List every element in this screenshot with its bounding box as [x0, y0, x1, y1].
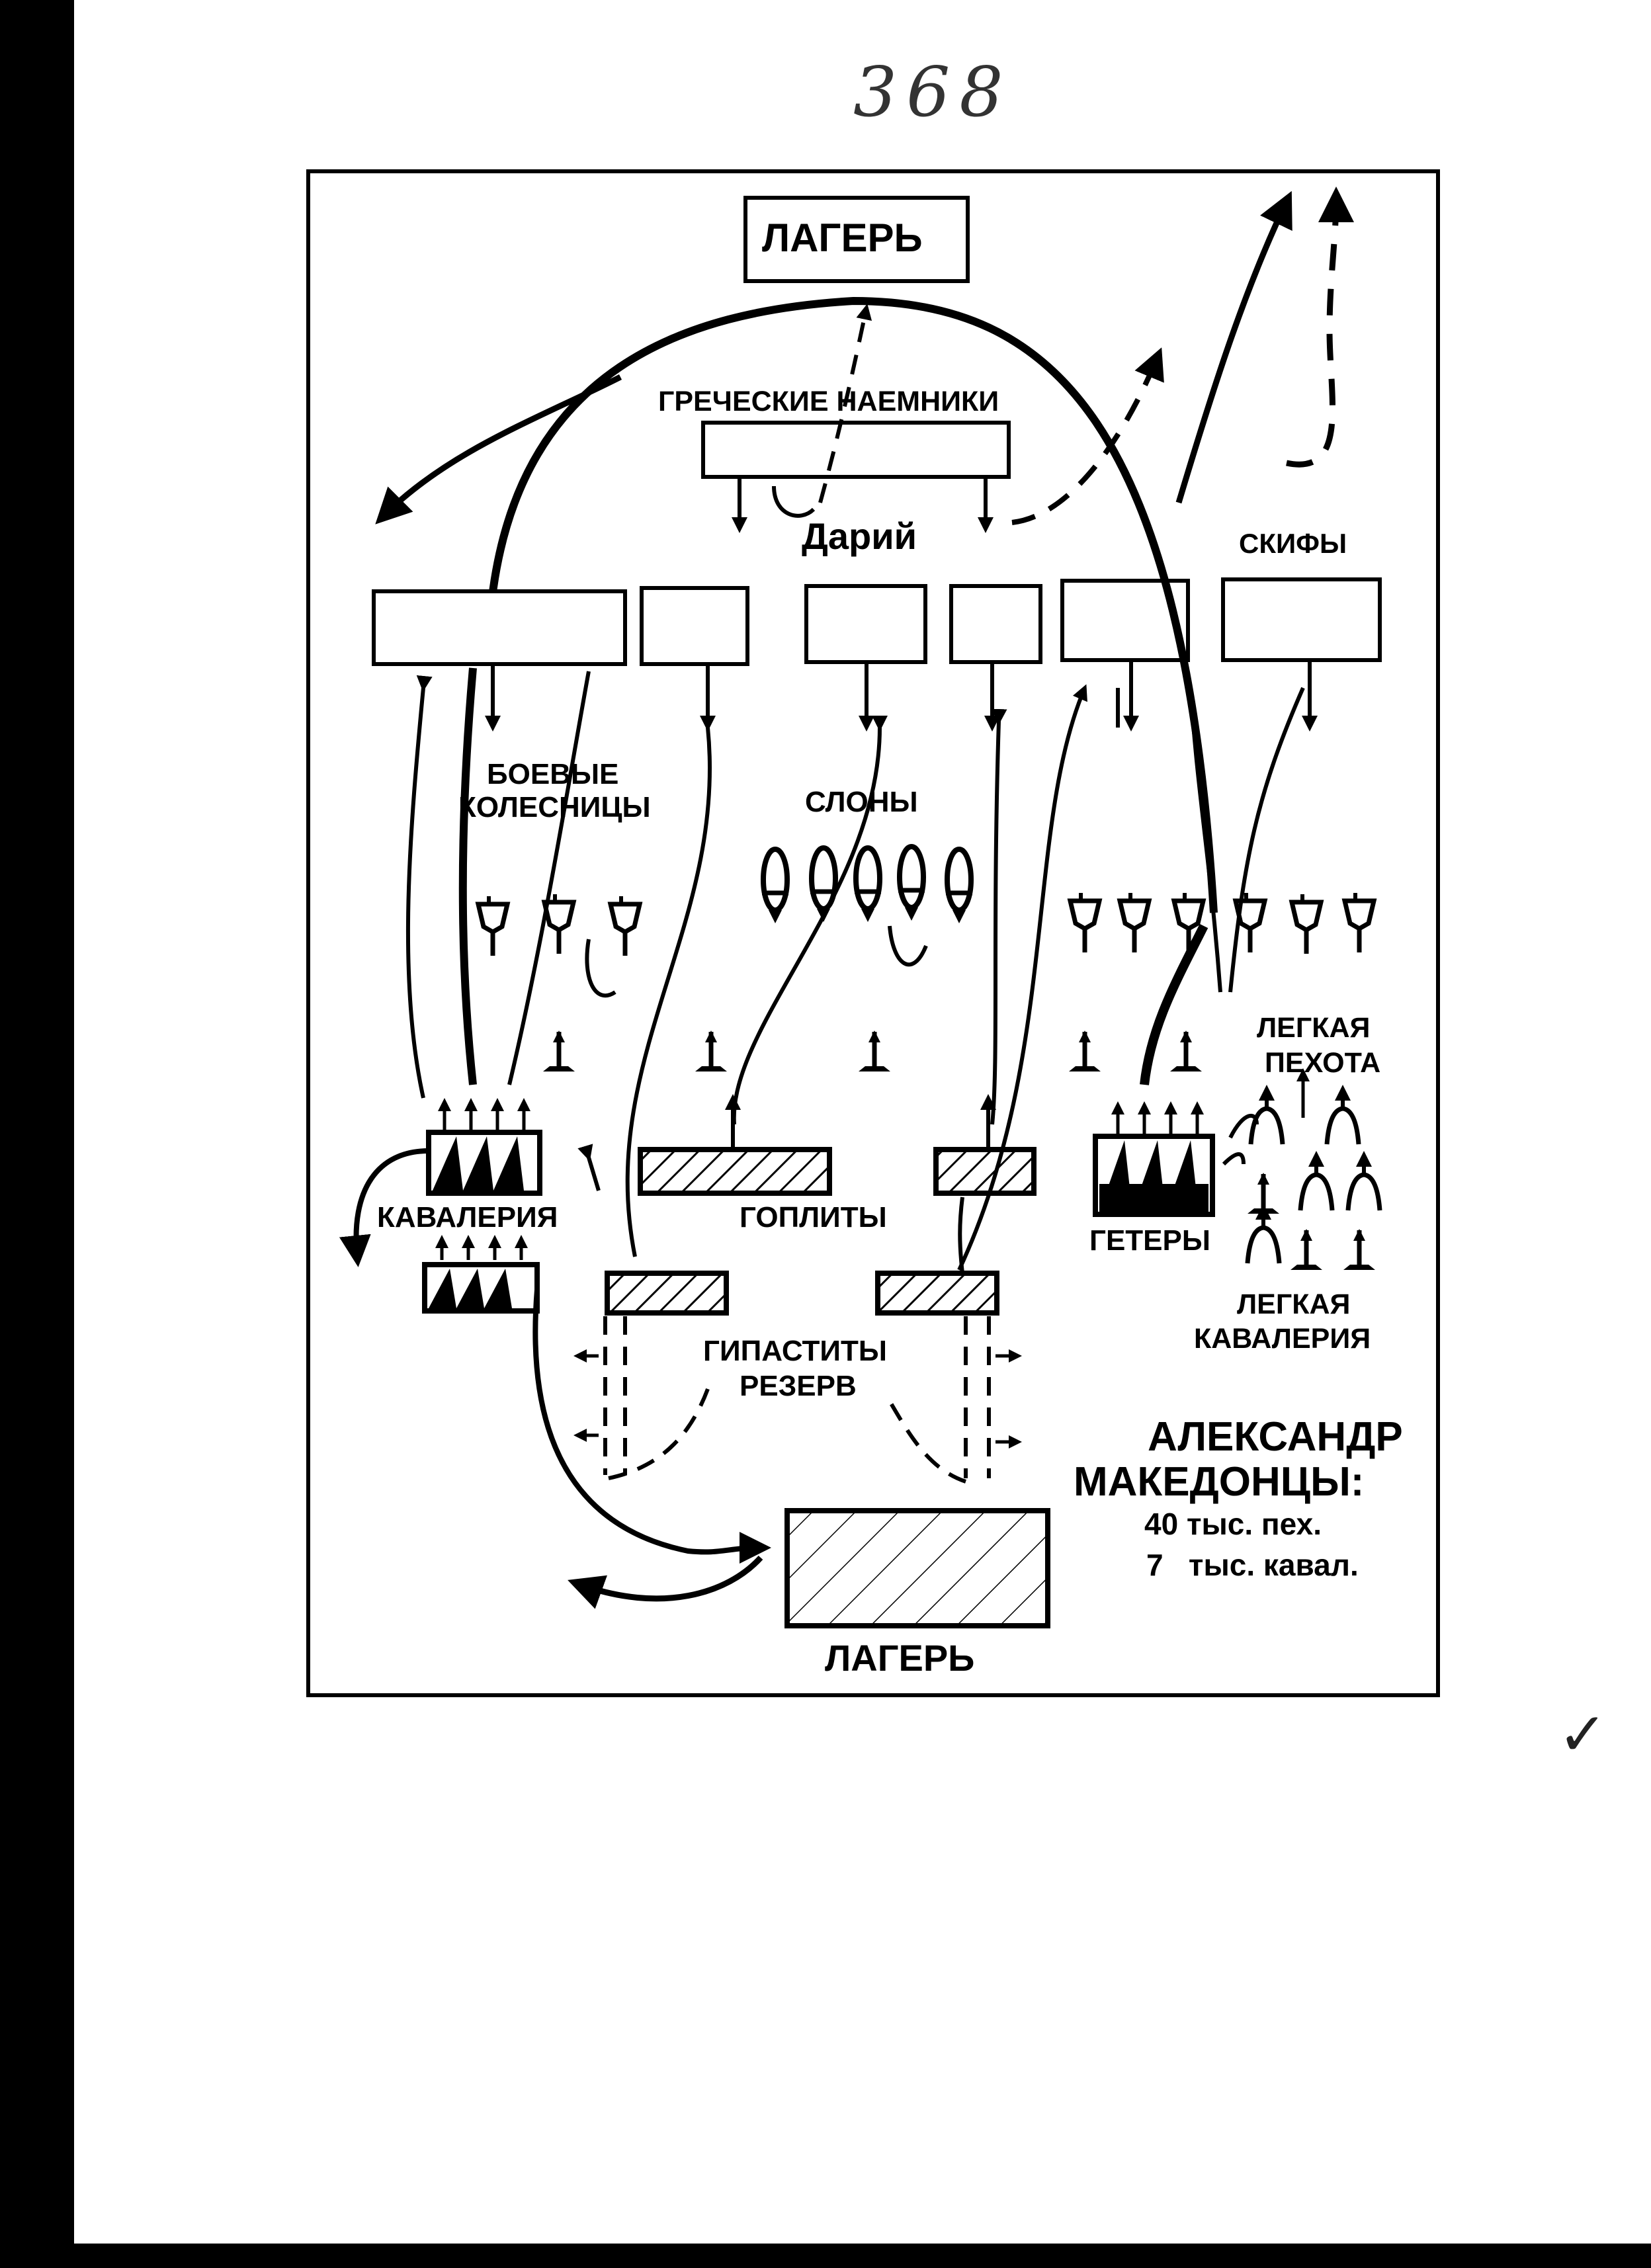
check-mark: ✓ — [1558, 1700, 1608, 1769]
persian-unit-box-4 — [949, 584, 1042, 664]
page-number: 368 — [853, 52, 1013, 132]
legend-cavalry: 7 тыс. кавал. — [1146, 1548, 1359, 1582]
hoplites-block-left — [638, 1147, 832, 1196]
cavalry-label: КАВАЛЕРИЯ — [377, 1201, 558, 1234]
cavalry-block-rear-hatch — [429, 1269, 512, 1308]
reserve-dashed-right — [884, 1316, 991, 1484]
light-cavalry-label-1: ЛЕГКАЯ — [1237, 1288, 1351, 1320]
hypaspists-block-right — [875, 1271, 999, 1316]
greek-mercenaries-box — [701, 421, 1011, 479]
hetairoi-arrows — [1111, 1101, 1204, 1134]
darius-label: Дарий — [802, 515, 917, 557]
light-cavalry-label-2: КАВАЛЕРИЯ — [1194, 1323, 1371, 1355]
war-chariots-label-1: БОЕВЫЕ — [487, 758, 619, 790]
legend-infantry: 40 тыс. пех. — [1144, 1507, 1322, 1541]
light-infantry-label-1: ЛЕГКАЯ — [1257, 1012, 1371, 1044]
scythians-box — [1221, 577, 1382, 662]
persian-unit-box-2 — [640, 586, 749, 666]
hypaspists-block-left — [605, 1271, 729, 1316]
elephants-label: СЛОНЫ — [805, 786, 918, 818]
hetairoi-label: ГЕТЕРЫ — [1089, 1224, 1210, 1257]
legend-commander: АЛЕКСАНДР — [1148, 1414, 1403, 1460]
persian-camp-label: ЛАГЕРЬ — [762, 216, 923, 260]
greek-mercenaries-label: ГРЕЧЕСКИЕ НАЕМНИКИ — [658, 386, 999, 417]
hypaspists-label: ГИПАСТИТЫ — [703, 1335, 888, 1367]
reserve-dashed-left — [603, 1316, 710, 1480]
war-chariots-label-2: КОЛЕСНИЦЫ — [458, 791, 651, 823]
persian-unit-box-1 — [372, 589, 627, 666]
hoplites-block-right — [933, 1147, 1037, 1196]
cavalry-arrows — [438, 1098, 530, 1131]
scan-border-bottom — [0, 2244, 1651, 2268]
cavalry-rear-arrows — [435, 1235, 528, 1260]
hoplites-label: ГОПЛИТЫ — [740, 1201, 887, 1234]
diagram-frame — [306, 169, 1440, 1697]
hetairoi-block-hatch — [1099, 1140, 1208, 1212]
scan-border-left — [0, 0, 74, 2268]
legend-army: МАКЕДОНЦЫ: — [1074, 1459, 1365, 1505]
persian-camp-box — [743, 196, 970, 283]
macedonian-camp-box — [784, 1508, 1050, 1628]
scythians-label: СКИФЫ — [1239, 528, 1347, 559]
light-infantry-label-2: ПЕХОТА — [1265, 1047, 1381, 1079]
cavalry-block-front-hatch — [433, 1136, 524, 1191]
reserve-label: РЕЗЕРВ — [740, 1370, 857, 1402]
macedonian-camp-label: ЛАГЕРЬ — [825, 1637, 975, 1679]
